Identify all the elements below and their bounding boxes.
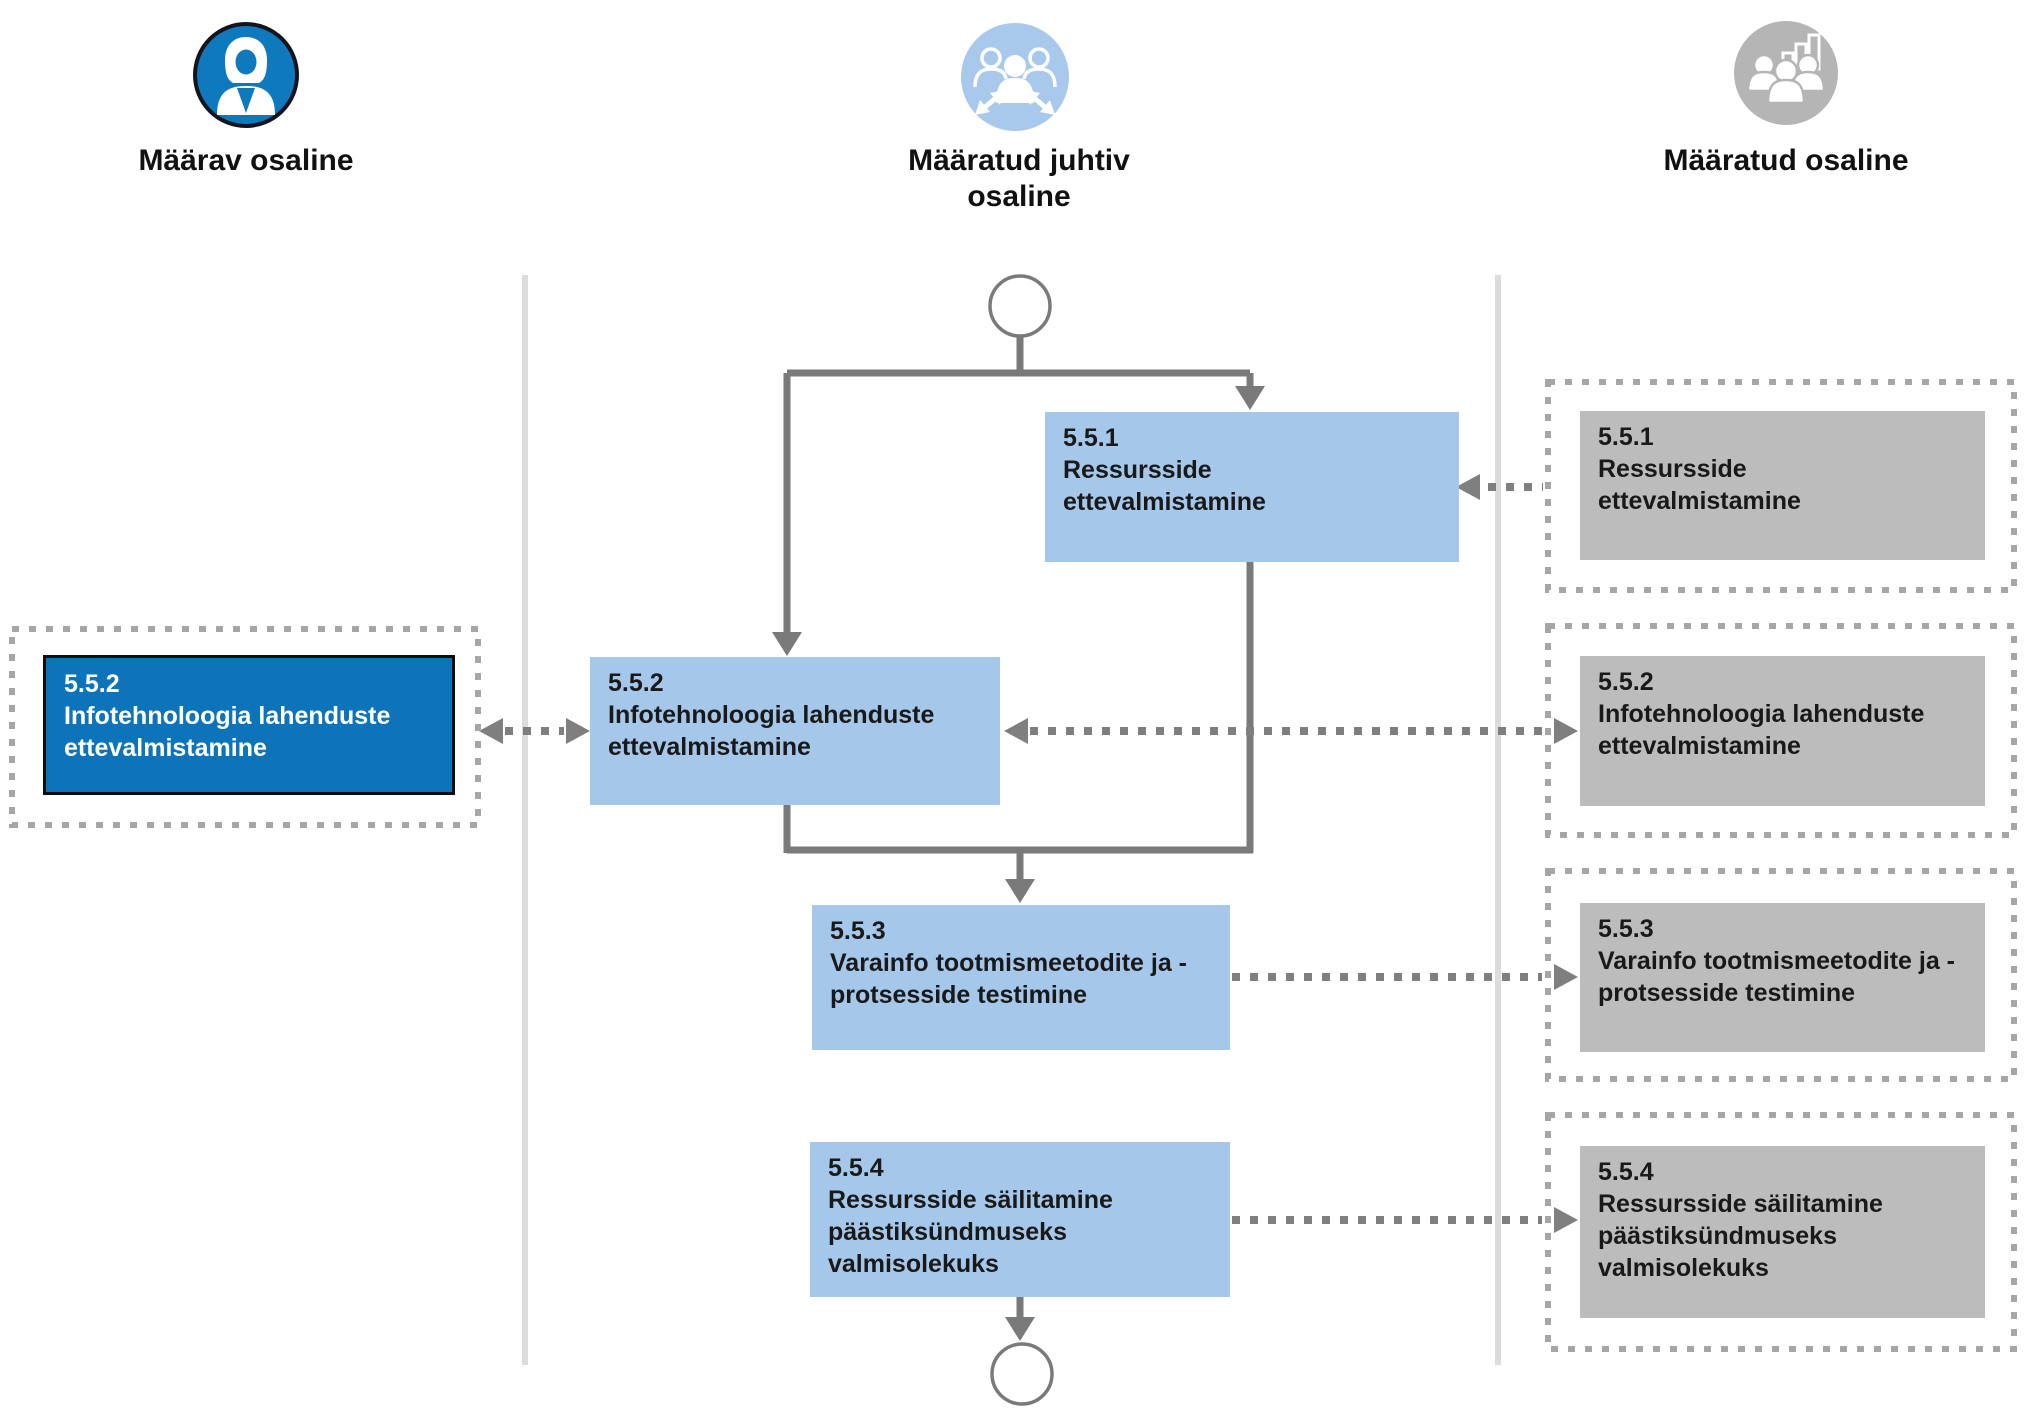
task-551-lead: 5.5.1 Ressursside ettevalmistamine — [1045, 412, 1459, 562]
arrowhead-left-552 — [479, 718, 503, 744]
task-line: Infotehnoloogia lahenduste — [1598, 700, 1925, 728]
task-line: ettevalmistamine — [1598, 487, 1801, 515]
sequence-flow — [772, 336, 1265, 1341]
role-label-assigned: Määratud osaline — [1663, 144, 1909, 177]
end-event-circle — [990, 1342, 1054, 1406]
task-553-assigned: 5.5.3 Varainfo tootmismeetodite ja - pro… — [1580, 903, 1985, 1052]
container-right-552 — [1545, 623, 2017, 838]
arrowhead-to-553 — [1005, 879, 1035, 903]
task-551-assigned: 5.5.1 Ressursside ettevalmistamine — [1580, 411, 1985, 560]
arrowhead-to-end — [1005, 1317, 1035, 1341]
task-line: Varainfo tootmismeetodite ja - — [1598, 947, 1956, 975]
task-552-lead: 5.5.2 Infotehnoloogia lahenduste etteval… — [590, 657, 1000, 805]
task-line: päästiksündmuseks — [1598, 1222, 1837, 1250]
task-554-lead: 5.5.4 Ressursside säilitamine päästiksün… — [810, 1142, 1230, 1297]
task-code: 5.5.3 — [1598, 915, 1654, 943]
task-line: Infotehnoloogia lahenduste — [64, 702, 391, 730]
task-line: Infotehnoloogia lahenduste — [608, 701, 935, 729]
arrowhead-right-552-center — [566, 718, 590, 744]
task-code: 5.5.2 — [64, 670, 120, 698]
role-label-lead: Määratud juhtiv osaline — [908, 144, 1130, 213]
container-right-551 — [1545, 379, 2017, 593]
arrowhead-into-553-right — [1554, 964, 1578, 990]
dotted-containers — [9, 379, 2017, 1352]
task-code: 5.5.4 — [828, 1154, 884, 1182]
task-line: ettevalmistamine — [1598, 732, 1801, 760]
task-line: ettevalmistamine — [608, 733, 811, 761]
task-code: 5.5.2 — [608, 669, 664, 697]
task-552-determiner: 5.5.2 Infotehnoloogia lahenduste etteval… — [43, 655, 455, 795]
task-line: protsesside testimine — [1598, 979, 1856, 1007]
task-code: 5.5.4 — [1598, 1158, 1654, 1186]
task-line: päästiksündmuseks — [828, 1218, 1067, 1246]
task-line: ettevalmistamine — [1063, 488, 1266, 516]
task-line: ettevalmistamine — [64, 734, 267, 762]
task-line: protsesside testimine — [830, 981, 1088, 1009]
arrowhead-into-552-center — [1004, 718, 1028, 744]
task-554-assigned: 5.5.4 Ressursside säilitamine päästiksün… — [1580, 1146, 1985, 1318]
task-line: valmisolekuks — [1598, 1254, 1769, 1282]
arrowhead-to-552 — [772, 632, 802, 656]
arrowhead-into-554-right — [1554, 1207, 1578, 1233]
role-label-determiner: Määrav osaline — [138, 144, 354, 177]
arrowhead-left-551 — [1456, 474, 1480, 500]
task-552-assigned: 5.5.2 Infotehnoloogia lahenduste etteval… — [1580, 656, 1985, 806]
task-line: Ressursside säilitamine — [1598, 1190, 1883, 1218]
container-right-554 — [1545, 1112, 2017, 1352]
start-event-circle — [988, 274, 1052, 338]
task-code: 5.5.2 — [1598, 668, 1654, 696]
arrowhead-into-552-right — [1554, 718, 1578, 744]
task-line: Ressursside — [1598, 455, 1747, 483]
team-arrows-icon — [959, 21, 1071, 138]
task-code: 5.5.1 — [1598, 423, 1654, 451]
arrowhead-to-551 — [1235, 386, 1265, 410]
task-line: Ressursside — [1063, 456, 1212, 484]
task-line: valmisolekuks — [828, 1250, 999, 1278]
container-left-552 — [9, 626, 481, 828]
task-553-lead: 5.5.3 Varainfo tootmismeetodite ja - pro… — [812, 905, 1230, 1050]
container-right-553 — [1545, 868, 2017, 1082]
association-links — [479, 474, 1578, 1233]
task-code: 5.5.1 — [1063, 424, 1119, 452]
task-line: Varainfo tootmismeetodite ja - — [830, 949, 1188, 977]
team-chart-icon — [1730, 17, 1842, 134]
task-code: 5.5.3 — [830, 917, 886, 945]
task-line: Ressursside säilitamine — [828, 1186, 1113, 1214]
person-icon — [190, 19, 302, 136]
